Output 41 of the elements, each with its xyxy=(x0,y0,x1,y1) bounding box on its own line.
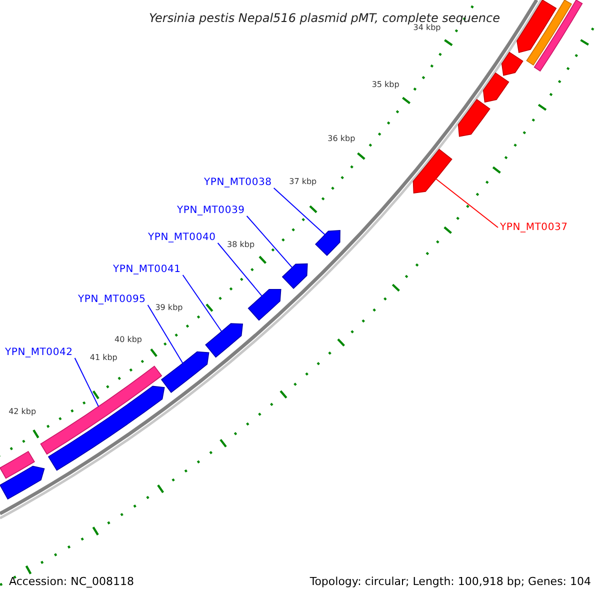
scale-label: 35 kbp xyxy=(372,80,400,90)
gene-label: YPN_MT0041 xyxy=(113,264,181,275)
footer-text: Accession: NC_008118 xyxy=(9,574,134,590)
gene-segment xyxy=(501,52,524,76)
gene-segment xyxy=(458,99,490,137)
gene-label: YPN_MT0040 xyxy=(148,232,216,243)
gene-bar xyxy=(526,0,572,66)
gene-label: YPN_MT0037 xyxy=(500,222,568,233)
leader-line xyxy=(182,274,222,332)
gene-segment xyxy=(516,0,557,53)
scale-label: 34 kbp xyxy=(413,22,441,33)
leader-line xyxy=(435,178,498,228)
leader-line xyxy=(74,358,99,407)
gene-segment xyxy=(482,72,510,103)
title: Yersinia pestis Nepal516 plasmid pMT, complete sequence xyxy=(149,10,500,25)
gene-label: YPN_MT0095 xyxy=(78,294,146,305)
gene-segment xyxy=(248,289,282,321)
footer-text: Topology: circular; Length: 100,918 bp; Genes: 104 xyxy=(310,574,591,590)
scale-label: 38 kbp xyxy=(227,240,255,250)
leader-line xyxy=(217,242,262,297)
gene-segment xyxy=(0,466,45,500)
gene-segment xyxy=(205,323,243,358)
gene-segment xyxy=(315,230,340,256)
gene-bar xyxy=(0,451,35,479)
scale-label: 40 kbp xyxy=(114,334,142,345)
scale-label: 39 kbp xyxy=(155,302,183,313)
scale-label: 42 kbp xyxy=(8,406,36,417)
leader-line xyxy=(147,304,184,364)
leader-line xyxy=(246,216,293,268)
gene-segment xyxy=(412,148,452,194)
scale-label: 36 kbp xyxy=(328,134,356,144)
gene-label: YPN_MT0039 xyxy=(177,205,245,216)
gene-segment xyxy=(161,351,210,393)
gene-label: YPN_MT0042 xyxy=(5,347,73,358)
gene-segment xyxy=(282,263,308,289)
gene-segment xyxy=(48,386,165,471)
gene-bar xyxy=(534,0,583,72)
gene-bar xyxy=(40,366,162,455)
leader-line xyxy=(273,188,326,236)
gene-label: YPN_MT0038 xyxy=(204,177,272,188)
scale-label: 37 kbp xyxy=(289,177,317,188)
